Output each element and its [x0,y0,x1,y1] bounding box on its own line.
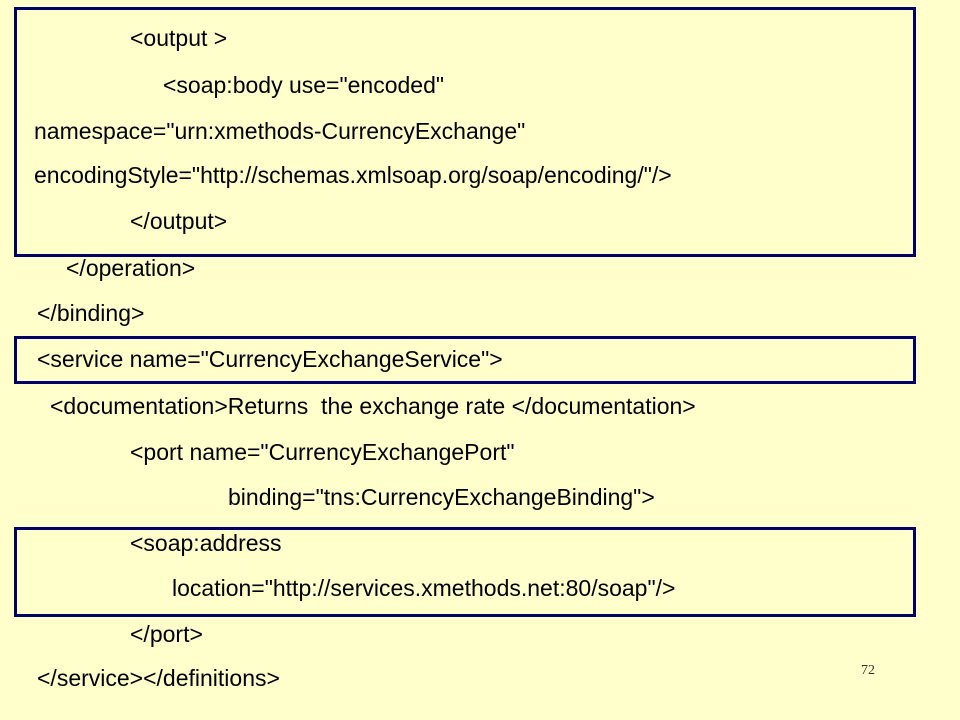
page-number: 72 [861,663,875,678]
code-line-output-open: <output > [130,25,228,51]
code-line-encoding-style: encodingStyle="http://schemas.xmlsoap.or… [34,162,672,188]
service-highlight-box [14,336,916,384]
code-line-service-definitions-close: </service></definitions> [37,665,280,691]
output-highlight-box [14,7,916,257]
code-line-output-close: </output> [130,208,228,234]
code-line-port-open: <port name="CurrencyExchangePort" [130,439,515,465]
code-line-port-close: </port> [130,621,203,647]
code-line-operation-close: </operation> [66,255,196,281]
address-highlight-box [14,527,916,617]
code-line-namespace: namespace="urn:xmethods-CurrencyExchange… [34,118,526,144]
code-line-service-open: <service name="CurrencyExchangeService"> [37,346,503,372]
code-line-location: location="http://services.xmethods.net:8… [172,575,676,601]
code-line-port-binding: binding="tns:CurrencyExchangeBinding"> [228,484,655,510]
code-line-documentation: <documentation>Returns the exchange rate… [50,393,696,419]
code-line-binding-close: </binding> [37,300,145,326]
code-line-soap-body: <soap:body use="encoded" [163,72,445,98]
code-line-soap-address: <soap:address [130,530,282,556]
